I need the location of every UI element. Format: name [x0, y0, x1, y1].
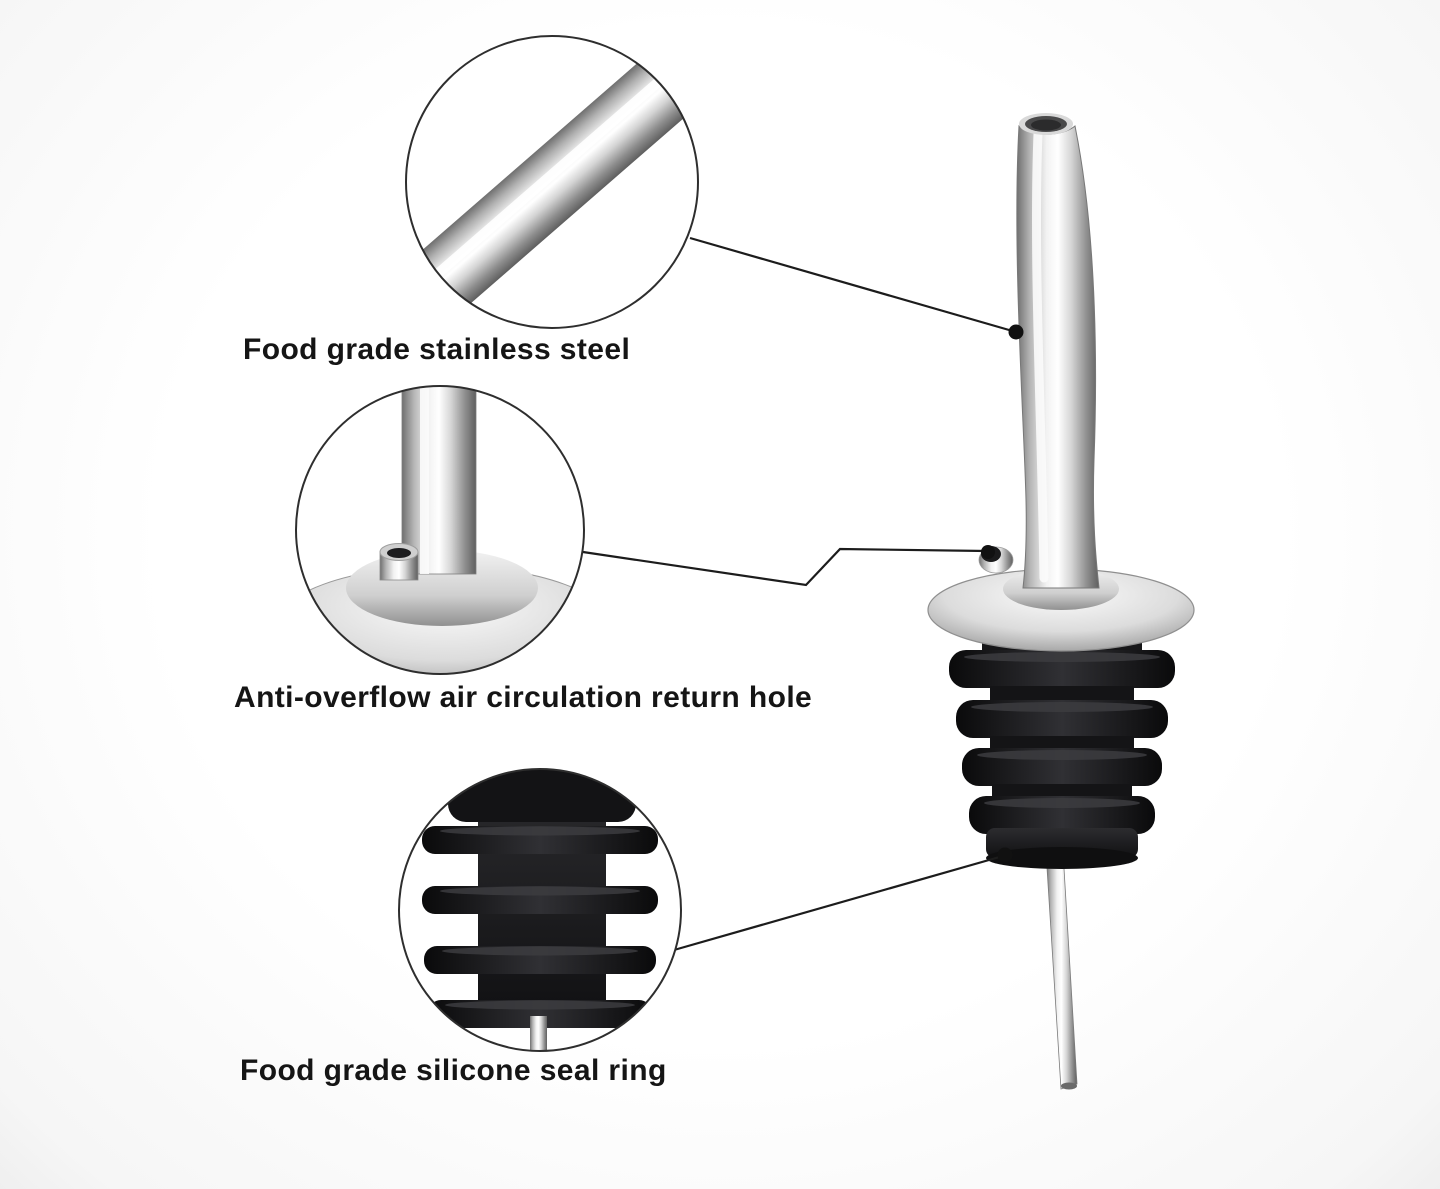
zoom-air-hole-opening	[387, 548, 411, 558]
zoom-circle-seal	[398, 768, 682, 1052]
pourer-spout-tube	[1016, 113, 1100, 589]
zoom-inset-seal	[398, 768, 682, 1052]
leader-lines	[582, 236, 1024, 952]
zoom-circle-hole	[295, 385, 585, 675]
zoom-circle-steel	[405, 35, 699, 329]
leader-dot-seal	[997, 847, 1013, 863]
pourer-lower-tube	[1045, 851, 1078, 1090]
zoom-spout-lower	[401, 386, 477, 575]
callout-label-silicone-seal: Food grade silicone seal ring	[240, 1054, 667, 1087]
callout-label-stainless-steel: Food grade stainless steel	[243, 333, 631, 366]
leader-line-steel	[689, 236, 1017, 334]
zoom-inset-steel	[405, 35, 699, 329]
callout-label-air-return-hole: Anti-overflow air circulation return hol…	[234, 681, 813, 714]
leader-dot-hole	[981, 545, 995, 559]
leader-dot-steel	[1008, 324, 1024, 340]
zoom-inset-hole	[295, 385, 585, 675]
zoom-lower-tube	[530, 1016, 547, 1051]
spout-highlight	[1032, 129, 1049, 583]
zoom-steel-tube	[406, 36, 698, 328]
silicone-stopper	[949, 636, 1175, 869]
leader-line-seal	[673, 854, 1004, 952]
spout-opening	[1031, 119, 1061, 131]
leader-line-hole	[582, 547, 987, 587]
zoom-stopper-top	[448, 769, 636, 822]
product-pourer	[927, 113, 1195, 1090]
lower-tube-tip	[1061, 1082, 1077, 1090]
